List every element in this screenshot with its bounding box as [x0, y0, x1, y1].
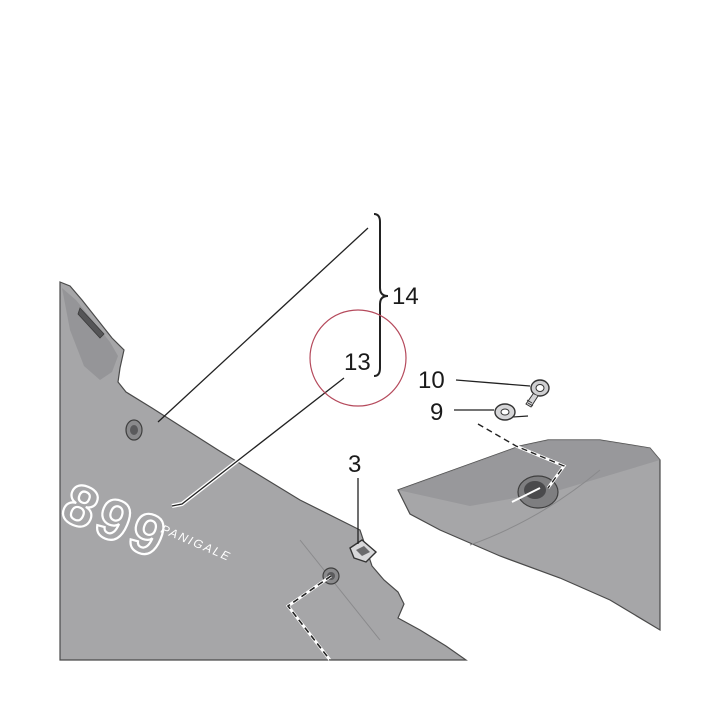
left-fairing-body	[59, 281, 468, 661]
right-fairing-top-face	[398, 440, 660, 506]
leader-10	[455, 379, 531, 387]
callout-10: 10	[418, 367, 445, 394]
highlight-circle	[309, 309, 407, 407]
right-fairing-mount-boss	[511, 475, 559, 509]
callout-3: 3	[348, 451, 361, 478]
clip-nut-part-3	[349, 539, 378, 563]
fairing-slot-detail	[77, 307, 105, 339]
callout-13: 13	[344, 349, 371, 376]
left-fairing-panel	[59, 281, 468, 661]
callout-14: 14	[392, 283, 419, 310]
leader-13	[171, 377, 345, 507]
screw-part-10	[525, 379, 550, 408]
right-fairing-contour	[469, 469, 601, 546]
right-fairing-panel	[397, 439, 661, 632]
fairing-contour-line	[299, 539, 381, 641]
fairing-grommet-upper	[125, 419, 143, 441]
left-fairing-edge-band	[62, 288, 118, 380]
callout-9: 9	[430, 399, 443, 426]
callout-leaders	[157, 227, 531, 544]
bracket-14	[373, 213, 389, 377]
assembly-line-lower-dash	[286, 575, 332, 661]
washer-part-9	[494, 403, 516, 421]
leader-14	[157, 227, 369, 423]
